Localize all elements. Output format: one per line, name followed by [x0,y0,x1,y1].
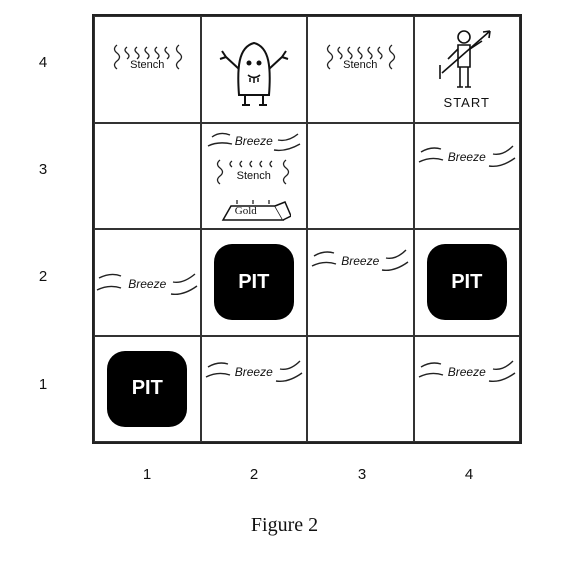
breeze-wave-icon [96,273,198,296]
breeze-label: Breeze [234,133,273,148]
cell-4-1: Breeze [413,335,520,442]
cell-1-4: Stench [94,16,201,123]
stench-label: Stench [343,59,378,71]
breeze-wave-icon [207,132,300,151]
cell-2-3: Breeze Stench Gold [200,122,307,229]
row-label-2: 2 [38,268,48,285]
agent-with-arrow-icon [438,30,491,88]
breeze-label: Breeze [341,254,380,268]
cell-4-2: PIT [413,229,520,336]
cell-2-2: PIT [200,229,307,336]
stench-wave-icon [113,44,183,70]
gold-bar-icon [221,200,291,221]
breeze-label: Breeze [234,364,273,379]
wumpus-monster-icon [219,41,289,106]
pit: PIT [107,350,188,427]
col-label-2: 2 [249,466,259,483]
breeze-wave-icon [205,360,302,382]
figure-caption: Figure 2 [250,514,319,536]
breeze-label: Breeze [447,364,486,379]
stench-wave-icon [216,158,289,185]
start-label: START [443,94,490,110]
cell-2-1: Breeze [200,335,307,442]
pit-label: PIT [238,270,270,293]
row-label-3: 3 [38,161,48,178]
breeze-label: Breeze [447,149,486,164]
cell-3-2: Breeze [307,229,414,336]
stench-label: Stench [130,59,165,71]
pit-label: PIT [131,377,163,400]
stench-wave-icon [326,44,396,70]
cell-1-2: Breeze [94,229,201,336]
cell-4-3: Breeze [413,122,520,229]
pit: PIT [213,244,294,321]
breeze-wave-icon [418,145,515,167]
pit: PIT [426,244,507,321]
wumpus-world-grid: Stench Stench [92,14,522,444]
col-label-1: 1 [142,466,152,483]
cell-1-3 [94,122,201,229]
col-label-3: 3 [357,466,367,483]
row-label-4: 4 [38,54,48,71]
pit-label: PIT [451,270,483,293]
col-label-4: 4 [464,466,474,483]
cell-3-1 [307,335,414,442]
cell-2-4 [200,16,307,123]
cell-3-4: Stench [307,16,414,123]
row-label-1: 1 [38,376,48,393]
breeze-wave-icon [418,360,515,382]
cell-1-1: PIT [94,335,201,442]
gold-bar: Gold [217,200,291,222]
cell-4-4: START [413,16,520,123]
breeze-wave-icon [311,249,409,272]
stench-label: Stench [236,169,271,182]
gold-label: Gold [234,205,257,217]
cell-3-3 [307,122,414,229]
breeze-label: Breeze [128,277,167,291]
